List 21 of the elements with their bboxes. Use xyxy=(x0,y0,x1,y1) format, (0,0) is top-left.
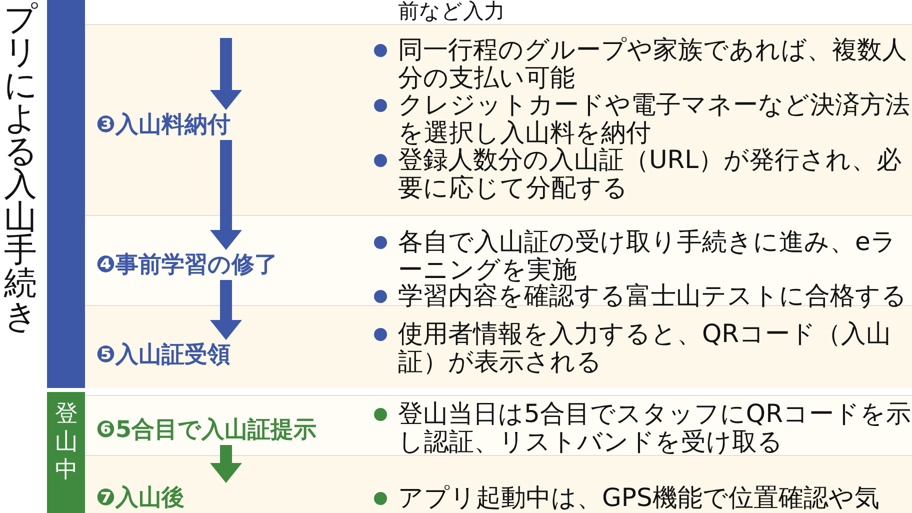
note-text: 前など入力 xyxy=(398,0,505,23)
step-label: ❺入山証受領 xyxy=(96,340,230,370)
bullet-text: 同一行程のグループや家族であれば、複数人分の支払い可能 xyxy=(374,36,912,91)
arrow xyxy=(210,38,242,110)
phase-band xyxy=(47,0,85,388)
step-label: ❹事前学習の修了 xyxy=(96,250,278,280)
phase-band: 登山中 xyxy=(47,392,85,513)
bullet-text: 登山当日は5合目でスタッフにQRコードを示し認証、リストバンドを受け取る xyxy=(374,400,912,455)
bullet-text: 使用者情報を入力すると、QRコード（入山証）が表示される xyxy=(374,320,912,375)
step-label: ❸入山料納付 xyxy=(96,110,230,140)
arrow xyxy=(210,140,242,250)
arrow xyxy=(210,280,242,340)
title: プリによる入山手続き xyxy=(4,2,38,332)
step-label: ❼入山後 xyxy=(96,483,184,513)
bullet-text: アプリ起動中は、GPS機能で位置確認や気 xyxy=(374,484,912,512)
step-label: ❻5合目で入山証提示 xyxy=(96,415,316,445)
arrow xyxy=(210,445,242,483)
bullet-text: 学習内容を確認する富士山テストに合格する xyxy=(374,282,912,310)
bullet-text: クレジットカードや電子マネーなど決済方法を選択し入山料を納付 xyxy=(374,91,912,146)
bullet-text: 各自で入山証の受け取り手続きに進み、eラーニングを実施 xyxy=(374,228,912,283)
bullet-text: 登録人数分の入山証（URL）が発行され、必要に応じて分配する xyxy=(374,146,912,201)
